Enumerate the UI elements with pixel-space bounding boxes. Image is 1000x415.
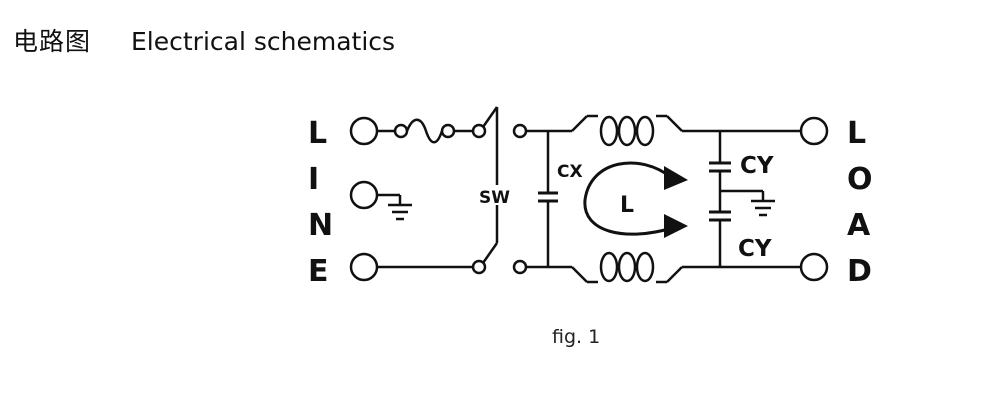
load-letter-d: D [847,254,872,289]
inductor-loop-arrows [583,161,688,238]
switch-contact-bottom [512,259,528,275]
inductor-label: L [620,193,634,218]
load-label: L O A D [847,116,873,289]
line-letter-i: I [308,162,319,197]
line-label: L I N E [308,116,333,289]
ground-symbol-input [377,193,412,221]
page-header: 电路图 Electrical schematics [13,22,395,58]
choke-bottom-winding [571,251,683,284]
y-capacitors [709,131,731,267]
load-letter-a: A [847,208,871,243]
line-letter-l: L [308,116,327,151]
line-letter-e: E [308,254,329,289]
line-terminal-bottom [349,252,379,282]
title-chinese: 电路图 [13,27,92,56]
switch-contact-top [512,123,528,139]
line-terminal-top [349,116,379,146]
load-terminal-bottom [799,252,829,282]
fuse-and-switch-top [377,106,499,144]
x-capacitor-label: CX [557,162,583,182]
ground-symbol-output [720,189,775,217]
y-capacitor-top-label: CY [740,153,774,179]
y-capacitor-bottom-label: CY [738,236,772,262]
load-terminal-top [799,116,829,146]
load-letter-l: L [847,116,866,151]
switch-label: SW [479,188,510,208]
load-letter-o: O [847,162,873,197]
ground-terminal [349,180,379,210]
title-english: Electrical schematics [131,27,396,56]
switch-bottom [377,242,499,275]
choke-top-winding [571,114,683,147]
line-letter-n: N [308,208,333,243]
x-capacitor [538,131,558,267]
figure-caption: fig. 1 [552,326,601,348]
